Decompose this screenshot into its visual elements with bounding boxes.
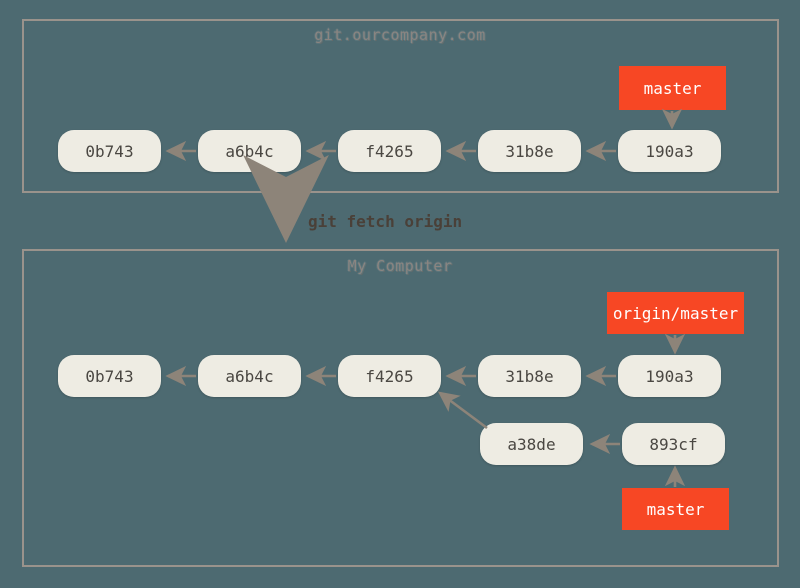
branch-label-local-origin-master: origin/master <box>607 292 744 334</box>
commit-id-label: a6b4c <box>225 366 274 386</box>
server-repository-frame <box>22 19 779 193</box>
commit-id-label: 0b743 <box>85 366 134 386</box>
commit-node-local-190a3: 190a3 <box>618 355 721 397</box>
commit-id-label: 893cf <box>649 434 698 454</box>
commit-id-label: 0b743 <box>85 141 134 161</box>
commit-id-label: 190a3 <box>645 366 694 386</box>
commit-node-local-a6b4c: a6b4c <box>198 355 301 397</box>
server-repository-caption: git.ourcompany.com <box>314 26 486 44</box>
commit-node-local-893cf: 893cf <box>622 423 725 465</box>
commit-node-server-f4265: f4265 <box>338 130 441 172</box>
commit-id-label: 31b8e <box>505 141 554 161</box>
commit-node-server-a6b4c: a6b4c <box>198 130 301 172</box>
commit-id-label: f4265 <box>365 366 414 386</box>
branch-label-server-master: master <box>619 66 726 110</box>
branch-label-local-master: master <box>622 488 729 530</box>
commit-node-local-0b743: 0b743 <box>58 355 161 397</box>
fetch-command-label: git fetch origin <box>308 212 463 231</box>
commit-id-label: 31b8e <box>505 366 554 386</box>
branch-name-label: origin/master <box>612 303 739 323</box>
commit-id-label: 190a3 <box>645 141 694 161</box>
branch-name-label: master <box>646 499 705 519</box>
commit-id-label: a6b4c <box>225 141 274 161</box>
commit-node-local-31b8e: 31b8e <box>478 355 581 397</box>
branch-name-label: master <box>643 78 702 98</box>
commit-node-server-31b8e: 31b8e <box>478 130 581 172</box>
commit-node-server-190a3: 190a3 <box>618 130 721 172</box>
commit-id-label: a38de <box>507 434 556 454</box>
commit-node-local-f4265: f4265 <box>338 355 441 397</box>
commit-id-label: f4265 <box>365 141 414 161</box>
local-repository-caption: My Computer <box>347 257 453 275</box>
local-repository-frame <box>22 249 779 567</box>
commit-node-server-0b743: 0b743 <box>58 130 161 172</box>
commit-node-local-a38de: a38de <box>480 423 583 465</box>
